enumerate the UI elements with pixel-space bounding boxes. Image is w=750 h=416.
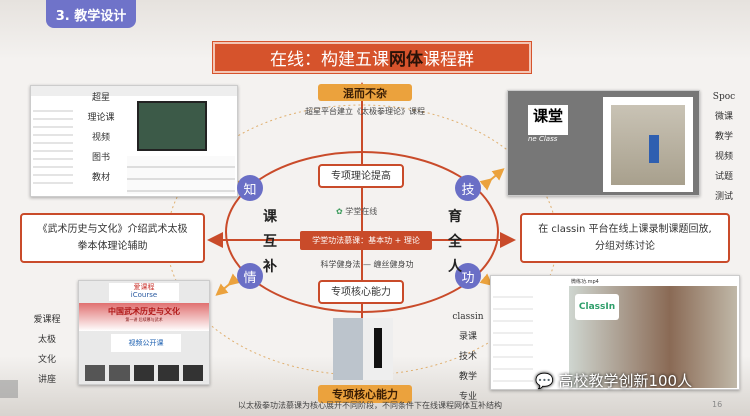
spoc-screenshot: 课堂 ne Class [507,90,700,196]
icourse-logo: 爱课程 [133,283,155,291]
chaoxing-screenshot [30,85,238,197]
bottom-left-labels: 爱课程太极文化讲座 [30,312,64,385]
label: 讲座 [37,375,56,385]
vertical-char: 人 [448,259,462,275]
right-info-box: 在 classin 平台在线上课录制课题回放, 分组对练讨论 [520,213,730,263]
icourse-sub: iCourse [130,291,158,299]
center-sub: 科学健身法 — 缠丝健身功 [320,260,414,269]
section-badge: 3. 教学设计 [46,0,136,28]
circle-gong: 功 [455,263,481,289]
label: 图书 [91,153,110,163]
title-bold: 网体 [389,50,423,70]
vertical-char: 全 [448,234,462,250]
vertical-char: 课 [263,209,277,225]
open-course-button[interactable]: 视频公开课 [111,334,181,352]
video-filename: 微练功.mp4 [571,279,599,285]
classin-screenshot: 微练功.mp4 ClassIn [490,275,740,390]
top-tag: 混而不杂 [318,84,412,101]
xuetang-logo: ✿ 学堂在线 [336,206,377,217]
circle-ji: 技 [455,175,481,201]
label: 爱课程 [33,315,61,325]
title-pre: 在线：构建五课 [270,50,389,70]
left-info-box: 《武术历史与文化》介绍武术太极拳本体理论辅助 [20,213,205,263]
label: 太极 [37,335,56,345]
course-sub: 第一讲 后续慕与武术 [125,317,163,322]
label: 专业 [458,392,477,402]
theory-improve-box: 专项理论提高 [318,164,404,188]
label: 理论课 [87,113,115,123]
line: 《武术历史与文化》介绍武术太极 [37,224,188,235]
label: 视频 [714,152,733,162]
line: 拳本体理论辅助 [77,241,148,252]
label: 超星 [91,93,110,103]
core-ability-box: 专项核心能力 [318,280,404,304]
label: 教学 [458,372,477,382]
left-top-labels: 超星理论课视频图书教材 [84,90,118,183]
watermark: 💬 高校教学创新100人 [535,370,692,391]
page-number: 16 [712,400,723,409]
bottom-tag: 专项核心能力 [318,385,412,403]
course-heading: 中国武术历史与文化 [108,307,180,316]
circle-zhi: 知 [237,175,263,201]
vertical-char: 互 [263,234,277,250]
logo-icon: ✿ [336,207,343,216]
watermark-text: 高校教学创新100人 [558,372,693,390]
motion-capture-image [333,318,393,380]
vertical-char: 补 [263,259,277,275]
center-bar: 学堂功法慕课：基本功 + 理论 [300,231,432,250]
line: 分组对练讨论 [595,241,655,252]
circle-qing: 情 [237,263,263,289]
label: 视频 [91,133,110,143]
bottom-right-labels: classin 录课技术教学专业 [450,312,486,402]
top-subtitle: 超星平台建立《太极拳理论》课程 [305,107,425,116]
caption: 以太极拳功法慕课为核心展开不同阶段，不同条件下在线课程网体互补结构 [238,401,502,410]
label: 试题 [714,172,733,182]
label: classin [452,312,484,322]
label: 录课 [458,332,477,342]
label: Spoc [712,92,736,102]
toolbar-icon[interactable] [0,380,18,398]
classin-logo: ClassIn [575,294,619,320]
label: 技术 [458,352,477,362]
label: 教学 [714,132,733,142]
logo-text: 学堂在线 [345,207,378,216]
page-title: 在线：构建五课网体课程群 [212,41,532,74]
ketang-sub: ne Class [528,135,558,143]
right-top-labels: Spoc 微课教学视频试题测试 [708,92,740,202]
label: 教材 [91,173,110,183]
line: 在 classin 平台在线上课录制课题回放, [538,224,712,235]
title-post: 课程群 [423,50,474,70]
label: 微课 [714,112,733,122]
ketang-logo: 课堂 [528,105,568,135]
wechat-icon: 💬 [535,372,554,390]
label: 测试 [714,192,733,202]
label: 文化 [37,355,56,365]
vertical-char: 育 [448,209,462,225]
